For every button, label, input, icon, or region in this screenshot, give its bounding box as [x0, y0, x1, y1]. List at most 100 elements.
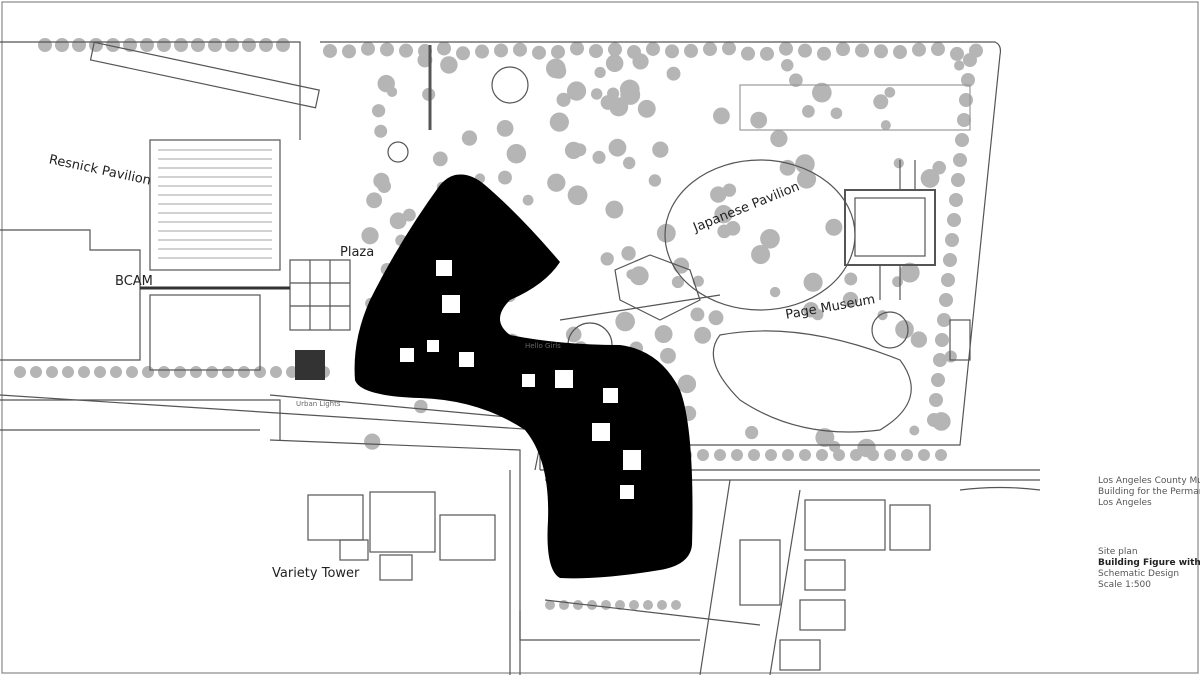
tree: [910, 331, 928, 348]
tree: [957, 113, 971, 127]
tree: [703, 42, 717, 57]
tree: [608, 42, 622, 57]
tree: [812, 82, 832, 103]
tree: [242, 38, 256, 52]
phase: Schematic Design: [1098, 569, 1180, 579]
tree: [157, 38, 171, 52]
tree: [741, 46, 755, 61]
client-line-1: Los Angeles County Museum: [1098, 476, 1200, 486]
tree: [802, 105, 815, 118]
tree: [371, 104, 386, 118]
tree: [158, 366, 170, 378]
tree: [110, 366, 122, 378]
tree: [621, 246, 636, 261]
tree: [377, 74, 395, 93]
tree: [494, 43, 508, 58]
tree: [506, 144, 527, 164]
tree: [867, 449, 879, 461]
tree: [605, 200, 624, 219]
tree: [963, 53, 977, 67]
tree: [931, 42, 945, 57]
tree: [731, 449, 743, 461]
tree: [547, 173, 566, 192]
tree: [652, 141, 669, 158]
tree: [951, 173, 965, 187]
tree: [748, 449, 760, 461]
tree: [432, 151, 448, 167]
tree: [694, 326, 712, 344]
tree: [901, 449, 913, 461]
tree: [955, 133, 969, 147]
tree: [414, 399, 428, 414]
tree: [608, 138, 627, 157]
tree: [570, 41, 584, 56]
tree: [389, 212, 407, 230]
tree: [893, 45, 907, 60]
client-line-3: Los Angeles: [1098, 498, 1152, 508]
tree: [549, 112, 569, 132]
tree: [402, 208, 416, 222]
tree: [815, 428, 835, 448]
tree: [259, 38, 273, 52]
tree: [374, 124, 388, 138]
tree: [931, 373, 945, 387]
tree: [665, 44, 679, 59]
tree: [126, 366, 138, 378]
tree: [781, 59, 794, 72]
tree: [609, 97, 629, 117]
tree: [714, 205, 733, 224]
tree: [943, 253, 957, 267]
tree: [626, 269, 637, 280]
tree: [880, 120, 891, 131]
tree: [646, 41, 660, 56]
tree: [920, 168, 940, 188]
scale: Scale 1:500: [1098, 580, 1152, 590]
sheet-name: Site plan: [1098, 547, 1138, 557]
tree: [692, 275, 704, 287]
tree: [789, 73, 803, 88]
tree: [671, 600, 681, 610]
tree: [380, 42, 394, 57]
tree: [361, 227, 379, 245]
tree: [714, 449, 726, 461]
tree: [833, 449, 845, 461]
title-block: Los Angeles County Museum Building for t…: [1098, 476, 1200, 591]
tree: [713, 107, 730, 125]
tree: [873, 94, 889, 110]
tree: [545, 600, 555, 610]
tree: [842, 291, 859, 308]
tree: [708, 310, 724, 326]
tree: [677, 374, 697, 394]
tree: [174, 38, 188, 52]
tree: [893, 158, 904, 169]
tree: [830, 107, 843, 120]
tree: [323, 43, 337, 58]
tree: [648, 174, 662, 187]
tree: [532, 45, 546, 60]
tree: [770, 129, 788, 148]
label-plaza: Plaza: [340, 245, 375, 260]
tree: [78, 366, 90, 378]
tree: [825, 218, 843, 236]
tree: [945, 233, 959, 247]
tree: [615, 600, 625, 610]
tree: [899, 262, 920, 283]
tree: [573, 600, 583, 610]
tree: [522, 194, 534, 206]
building-skylights: [400, 260, 641, 499]
tree: [673, 257, 690, 274]
tree: [935, 333, 949, 347]
tree: [782, 449, 794, 461]
tree: [190, 366, 202, 378]
tree: [954, 60, 965, 71]
tree: [55, 38, 69, 52]
tree: [238, 366, 250, 378]
tree: [513, 42, 527, 57]
tree: [671, 275, 685, 289]
label-bcam: BCAM: [115, 274, 153, 289]
tree: [953, 153, 967, 167]
tree: [89, 38, 103, 52]
tree: [601, 600, 611, 610]
parking-block: [295, 350, 325, 380]
